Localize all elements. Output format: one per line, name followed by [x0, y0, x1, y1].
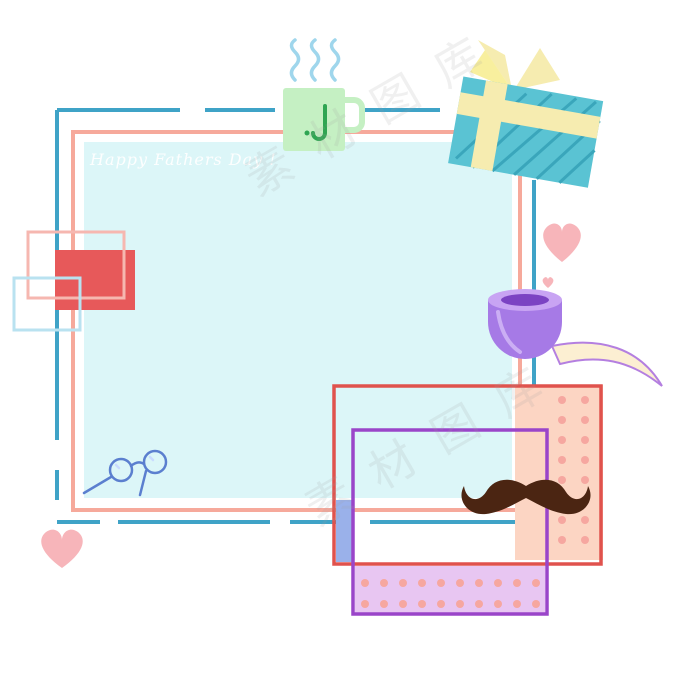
frame-panel — [84, 142, 512, 498]
red-outline-rectangle — [332, 384, 603, 566]
steam-icon — [289, 38, 341, 82]
peach-dotted-box — [515, 385, 603, 560]
pipe-icon — [488, 289, 663, 387]
blue-accent-block — [336, 500, 354, 562]
gift-box-icon — [448, 40, 604, 188]
blue-dashed-frame — [55, 108, 536, 524]
heart-icon — [543, 223, 581, 262]
mug-icon — [283, 88, 365, 151]
heart-icon — [41, 529, 83, 568]
greeting-text: Happy Fathers Day ! — [90, 150, 277, 169]
small-heart-icon — [542, 277, 554, 288]
left-decor-rectangles — [12, 230, 135, 332]
lavender-dotted-strip — [355, 566, 545, 614]
mustache-icon — [461, 479, 591, 515]
purple-outline-rectangle — [351, 428, 549, 616]
eyeglasses-icon — [82, 449, 168, 497]
